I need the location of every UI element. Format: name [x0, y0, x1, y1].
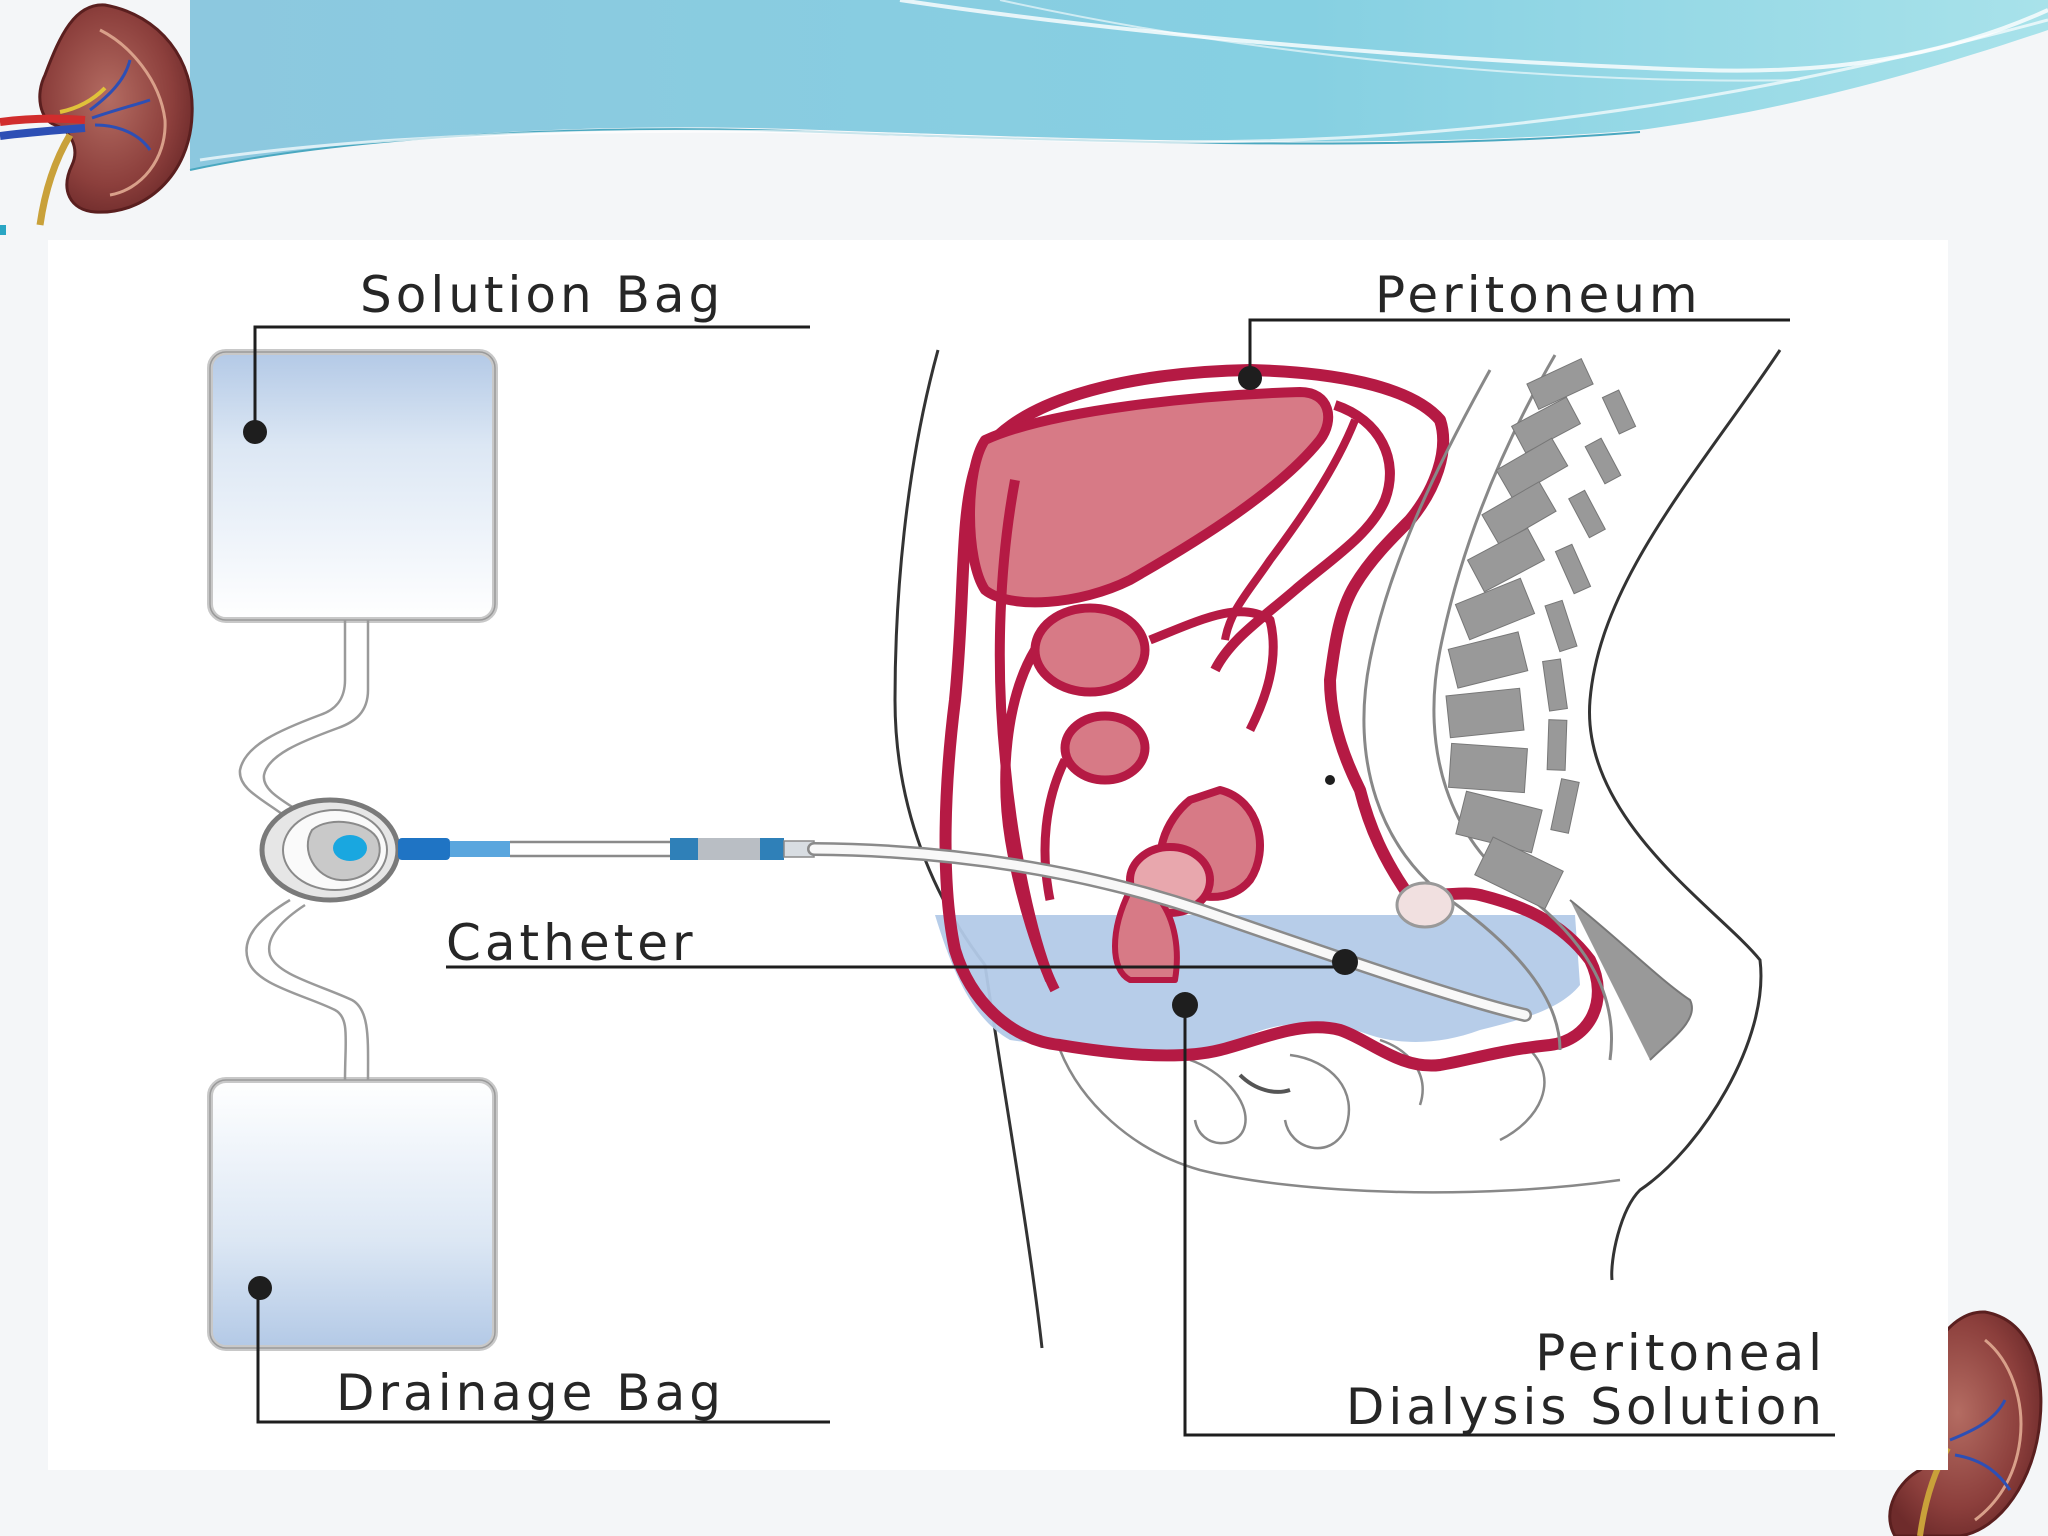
- kidney-logo-top-left: [0, 3, 194, 226]
- drainage-bag-label: Drainage Bag: [336, 1364, 725, 1422]
- catheter-label: Catheter: [446, 914, 697, 972]
- pd-solution-label-line-1: Peritoneal: [1535, 1324, 1826, 1382]
- intestines: [1058, 1038, 1621, 1194]
- drainage-bag: [207, 1077, 498, 1351]
- transfer-set: [259, 797, 815, 903]
- leader-lines: [253, 318, 1835, 1437]
- leader-dots: [243, 366, 1358, 1300]
- peritoneum-label: Peritoneum: [1375, 266, 1702, 324]
- spine: [1362, 354, 1693, 1061]
- dialysate-fill: [935, 915, 1580, 1052]
- pd-solution-label-line-2: Dialysis Solution: [1345, 1378, 1826, 1436]
- peritoneum-organs: [939, 364, 1604, 1072]
- tubing: [238, 620, 370, 1081]
- peritoneal-dialysis-solution-label: Peritoneal Dialysis Solution: [1346, 1326, 1826, 1434]
- solution-bag: [207, 349, 498, 623]
- header-banner: [189, 0, 2048, 171]
- solution-bag-label: Solution Bag: [360, 266, 725, 324]
